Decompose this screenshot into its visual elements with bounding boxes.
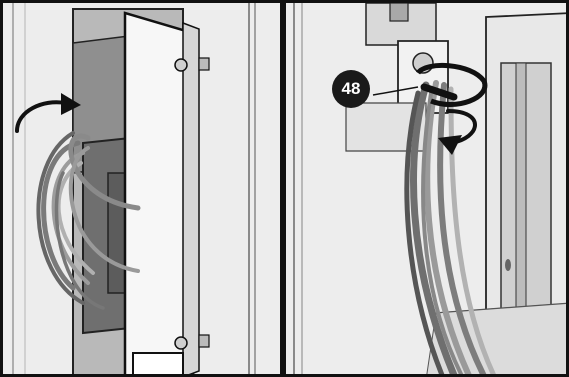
door-plate xyxy=(125,13,209,377)
right-panel xyxy=(283,0,569,377)
left-illustration xyxy=(3,3,283,377)
left-panel xyxy=(0,0,283,377)
callout-number: 48 xyxy=(332,70,370,108)
right-illustration xyxy=(286,3,569,377)
